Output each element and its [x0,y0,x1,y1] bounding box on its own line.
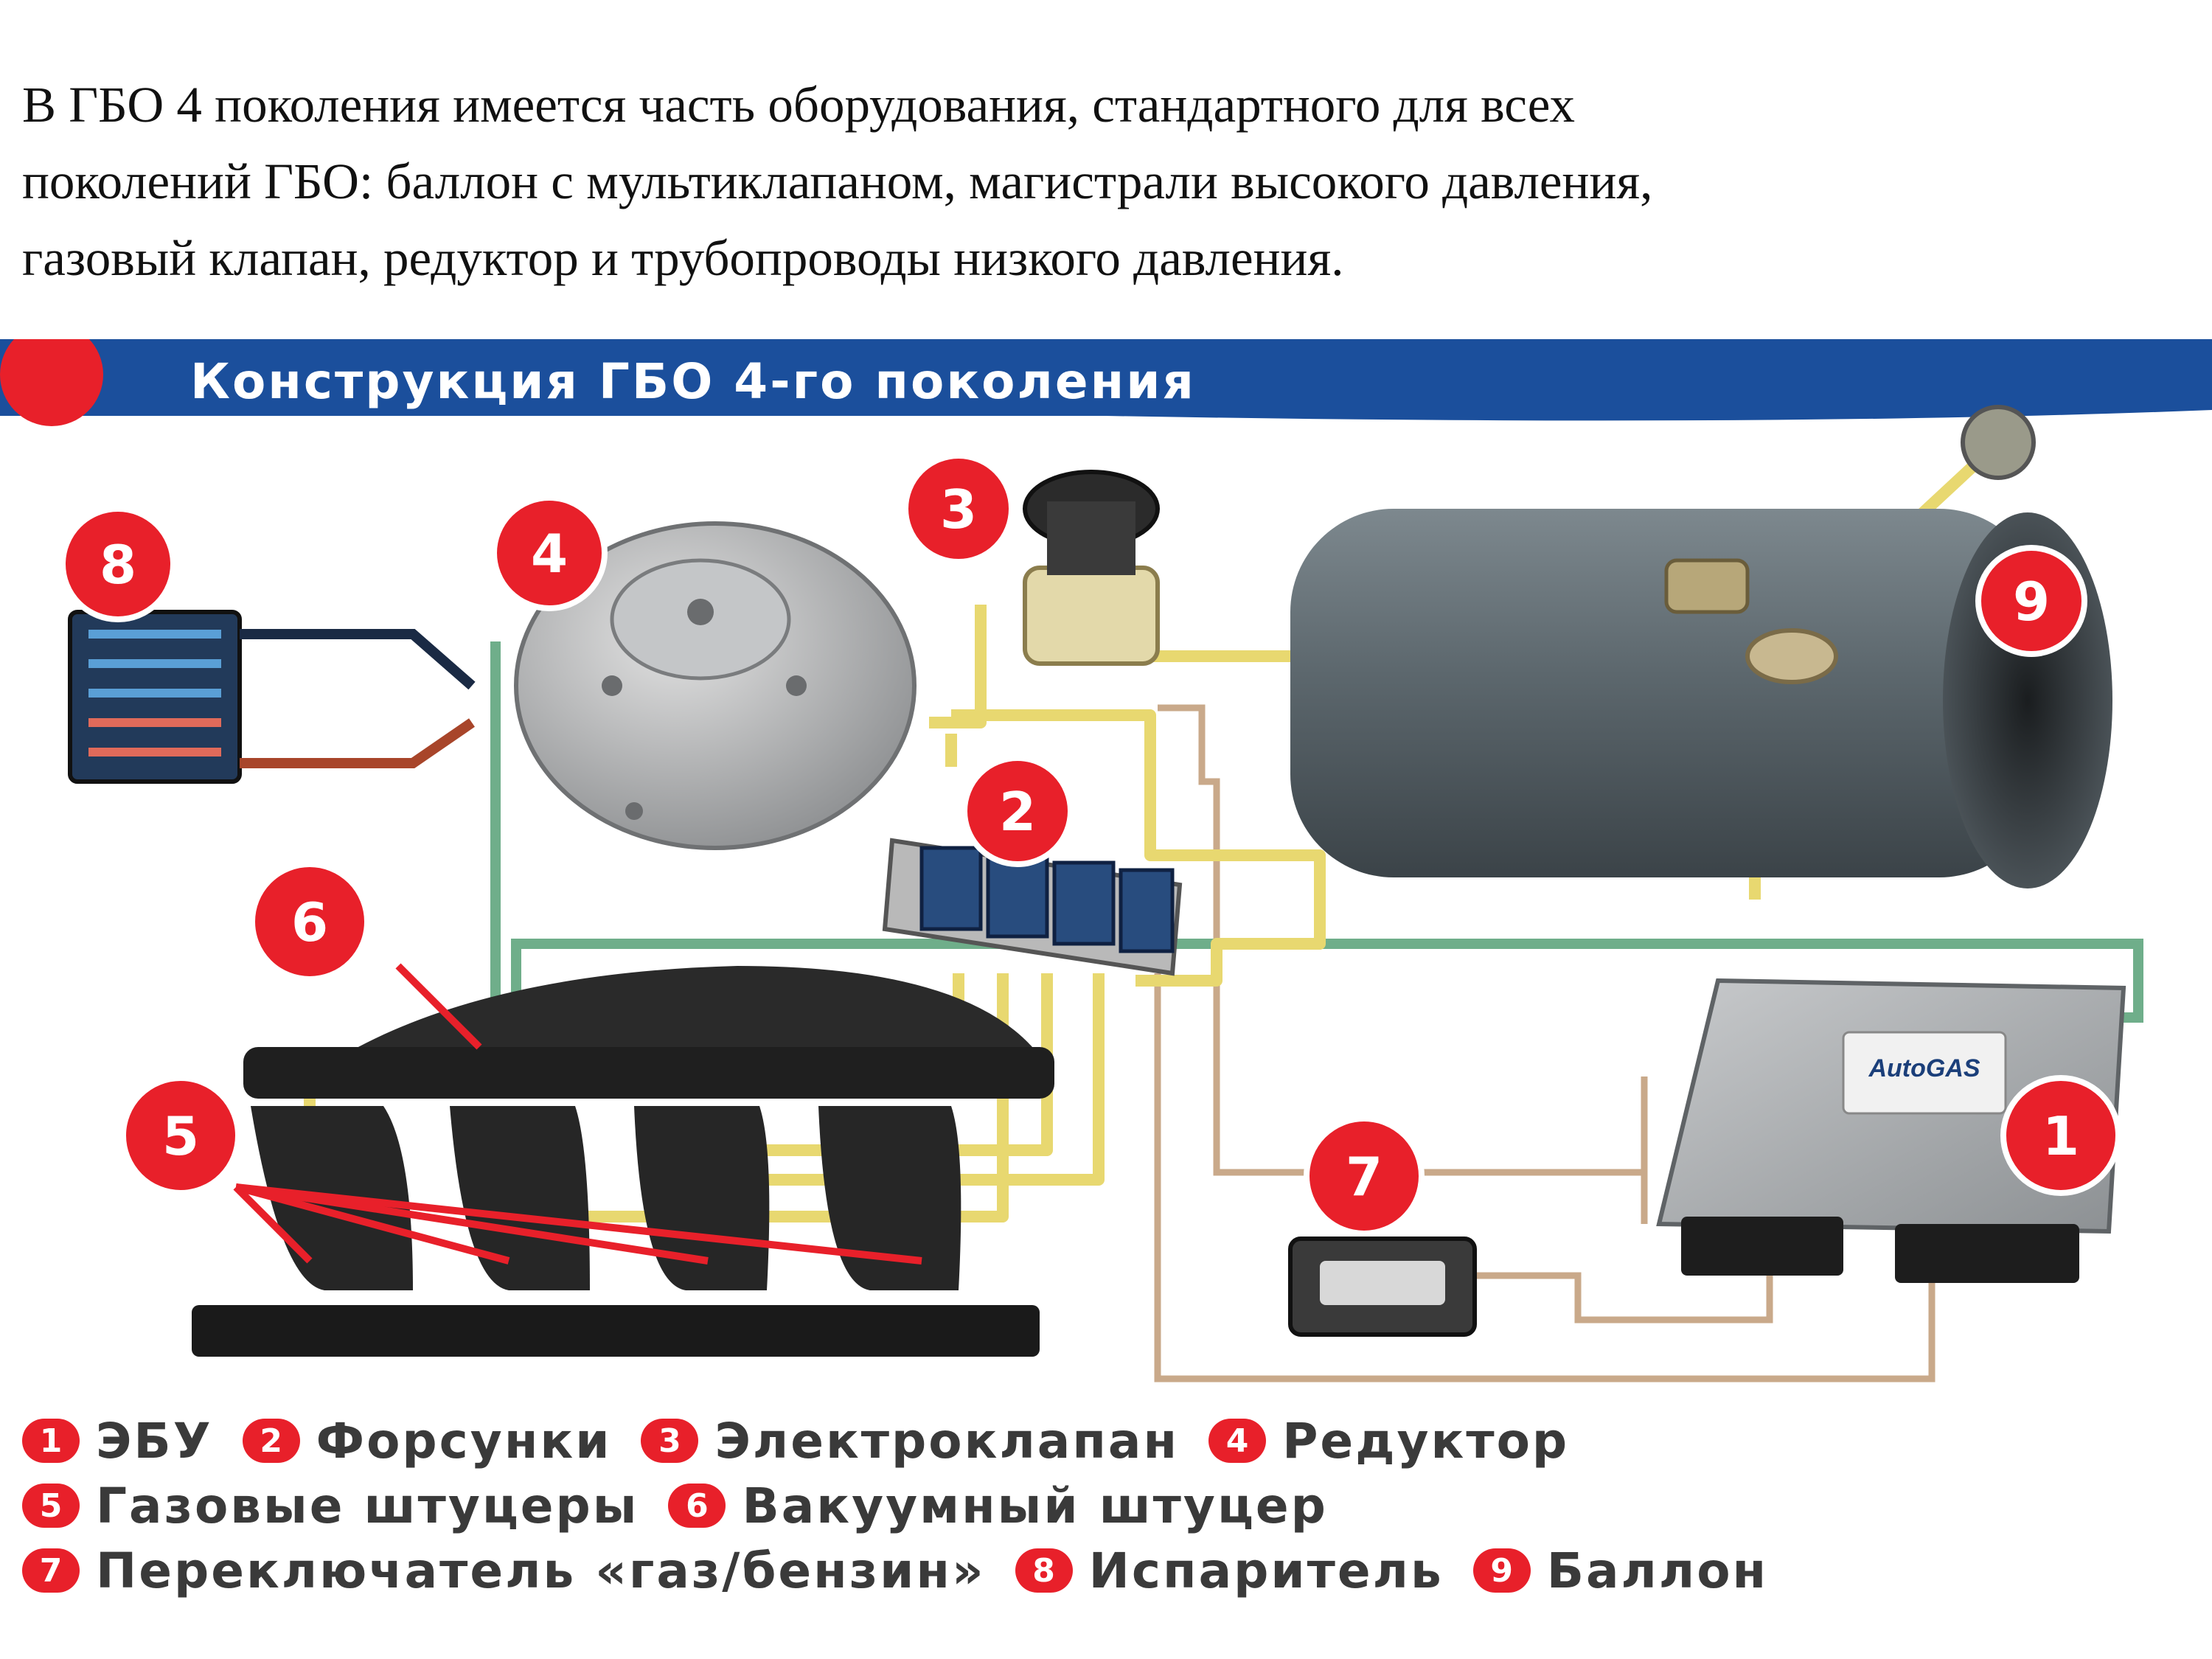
legend-item-solenoid: 3 Электроклапан [641,1413,1179,1470]
legend-label: Переключатель «газ/бензин» [96,1542,986,1599]
gas-petrol-switch [1288,1237,1477,1337]
legend-label: Вакуумный штуцер [742,1477,1328,1534]
intro-line: газовый клапан, редуктор и трубопроводы … [22,230,1344,286]
tank [1290,405,2112,888]
badge-8: 8 [60,506,176,622]
reducer [514,521,917,850]
ecu: AutoGAS [1656,978,2126,1283]
svg-text:7: 7 [1346,1146,1382,1208]
svg-text:6: 6 [291,891,328,953]
intro-line: В ГБО 4 поколения имеется часть оборудов… [22,77,1575,133]
legend-label: Газовые штуцеры [96,1477,639,1534]
badge-4: 4 [491,495,608,611]
legend-row: 5 Газовые штуцеры 6 Вакуумный штуцер [22,1473,2160,1538]
legend-row: 7 Переключатель «газ/бензин» 8 Испарител… [22,1538,2160,1603]
svg-text:1: 1 [2042,1105,2079,1167]
title-banner [0,339,2212,421]
system-diagram: Конструкция ГБО 4-го поколения [0,339,2212,1382]
badge-7: 7 [1304,1116,1425,1237]
legend-label: ЭБУ [96,1412,213,1470]
legend-bullet: 3 [641,1419,699,1463]
control-wires [1154,704,1935,1382]
legend-label: Редуктор [1282,1412,1570,1470]
legend-item-injectors: 2 Форсунки [242,1412,612,1470]
legend-item-tank: 9 Баллон [1472,1542,1769,1599]
legend-label: Испаритель [1088,1542,1444,1599]
legend-label: Баллон [1546,1542,1769,1599]
legend-item-evaporator: 8 Испаритель [1015,1543,1444,1599]
legend-bullet: 9 [1472,1548,1531,1593]
badge-5: 5 [120,1075,241,1196]
svg-text:9: 9 [2013,571,2050,633]
legend-item-ecu: 1 ЭБУ [22,1413,213,1470]
legend-bullet: 7 [22,1548,80,1593]
svg-text:4: 4 [531,523,568,585]
intro-line: поколений ГБО: баллон с мультиклапаном, … [22,153,1653,209]
svg-text:5: 5 [162,1105,199,1167]
svg-text:2: 2 [999,781,1036,843]
solenoid-valve [1023,470,1160,666]
legend-bullet: 4 [1208,1419,1267,1463]
badge-6: 6 [249,861,370,982]
badge-1: 1 [2000,1075,2121,1196]
legend-bullet: 1 [22,1419,80,1463]
legend-row: 1 ЭБУ 2 Форсунки 3 Электроклапан 4 Редук… [22,1408,2160,1473]
ecu-brand: AutoGAS [1868,1054,1980,1082]
legend-bullet: 8 [1015,1548,1073,1593]
intro-text: В ГБО 4 поколения имеется часть оборудов… [22,66,2160,296]
legend-bullet: 5 [22,1484,80,1528]
diagram-title: Конструкция ГБО 4-го поколения [190,353,1196,410]
badge-2: 2 [961,755,1074,867]
pointer-arrows [233,963,922,1265]
banner-dot [0,339,103,426]
legend-item-gas-nozzles: 5 Газовые штуцеры [22,1478,639,1534]
legend-label: Электроклапан [714,1412,1180,1470]
legend: 1 ЭБУ 2 Форсунки 3 Электроклапан 4 Редук… [22,1408,2160,1603]
evaporator [68,610,476,784]
badge-9: 9 [1975,545,2087,657]
legend-item-reducer: 4 Редуктор [1208,1413,1569,1470]
lpg-system-figure: Конструкция ГБО 4-го поколения [0,339,2212,1659]
legend-label: Форсунки [316,1412,612,1470]
intake-manifold [192,966,1054,1357]
svg-text:3: 3 [940,479,977,540]
legend-bullet: 6 [668,1484,726,1528]
badges: 1 2 3 4 5 6 7 8 9 [60,453,2121,1237]
legend-item-vacuum-fitting: 6 Вакуумный штуцер [668,1478,1327,1534]
legend-item-switch: 7 Переключатель «газ/бензин» [22,1543,986,1599]
legend-bullet: 2 [242,1419,300,1463]
injector-rail [882,838,1183,976]
badge-3: 3 [902,453,1015,565]
svg-text:8: 8 [100,534,136,596]
